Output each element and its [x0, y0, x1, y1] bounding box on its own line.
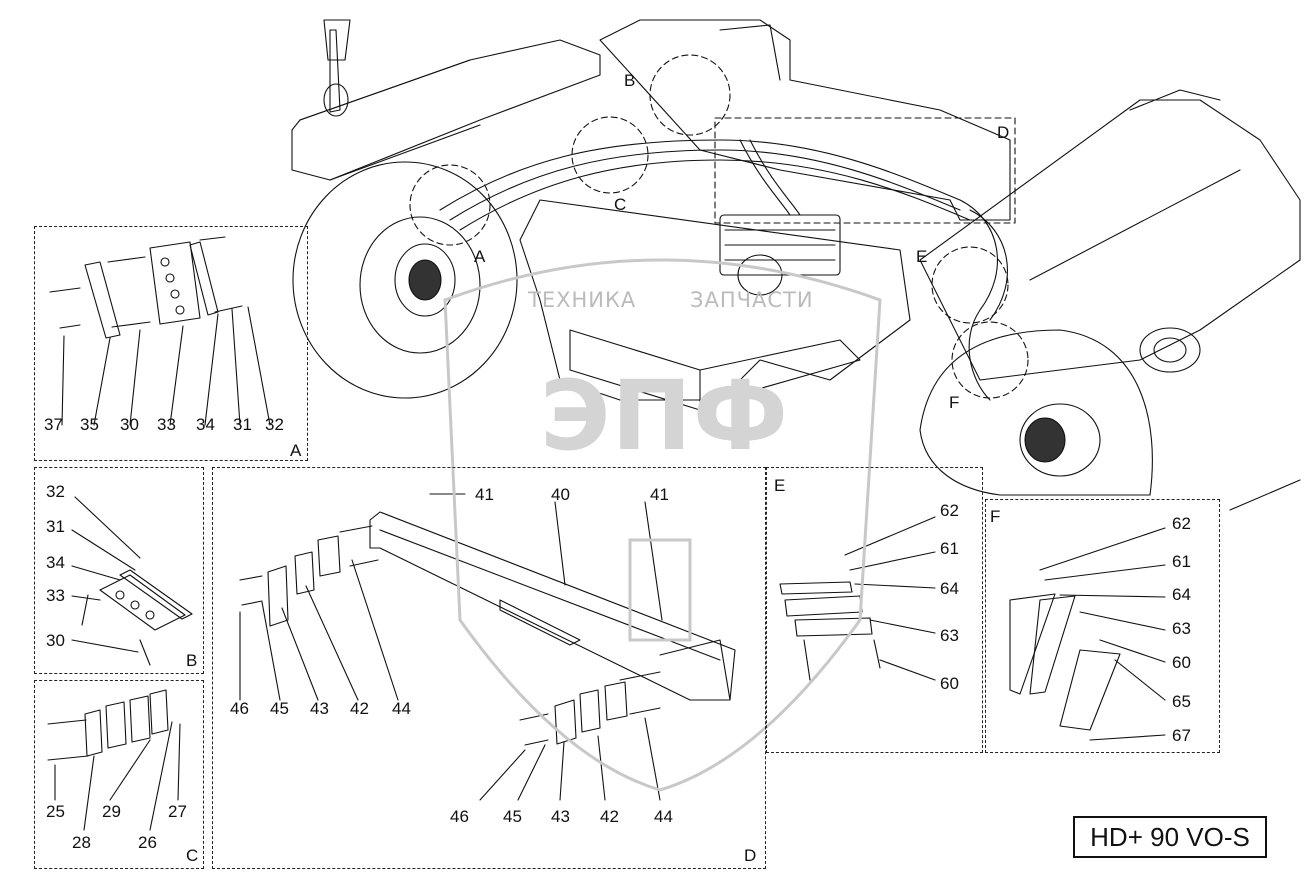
- part-number: 32: [265, 415, 284, 434]
- part-number: 30: [46, 631, 65, 650]
- part-number: 37: [44, 415, 63, 434]
- left-wheel: [292, 161, 518, 399]
- part-number: 44: [392, 699, 411, 718]
- part-number: 41: [475, 485, 494, 504]
- panel-letter-e: E: [774, 476, 786, 495]
- part-number: 42: [350, 699, 369, 718]
- part-number: 43: [551, 807, 570, 826]
- main-marker-b: B: [624, 71, 636, 90]
- panel-letter-b: B: [186, 651, 198, 670]
- part-number: 60: [1172, 653, 1191, 672]
- part-number: 27: [168, 802, 187, 821]
- part-number: 46: [230, 699, 249, 718]
- part-number: 34: [46, 553, 65, 572]
- detail-panel-d: [212, 467, 766, 869]
- detail-panel-e: [766, 467, 983, 753]
- part-number: 29: [102, 802, 121, 821]
- main-marker-d: D: [997, 123, 1010, 142]
- part-number: 61: [940, 539, 959, 558]
- part-number: 33: [157, 415, 176, 434]
- watermark-logo-text: ЭПФ: [540, 360, 789, 472]
- part-number: 61: [1172, 552, 1191, 571]
- detail-panel-f: [985, 499, 1220, 753]
- part-number: 42: [600, 807, 619, 826]
- detail-circle-b: [649, 54, 731, 136]
- part-number: 31: [233, 415, 252, 434]
- main-marker-f: F: [949, 393, 960, 412]
- detail-rect-d: [714, 117, 1016, 224]
- detail-circle-e: [931, 246, 1009, 324]
- detail-circle-f: [951, 321, 1029, 399]
- part-number: 31: [46, 517, 65, 536]
- panel-f-drawing: [1009, 527, 1166, 741]
- main-marker-a: A: [474, 247, 486, 266]
- watermark-right-text: ЗАПЧАСТИ: [690, 288, 814, 312]
- main-marker-c: C: [614, 195, 627, 214]
- part-number: 35: [80, 415, 99, 434]
- part-number: 62: [1172, 514, 1191, 533]
- panel-letter-a: A: [290, 441, 302, 460]
- part-number: 30: [120, 415, 139, 434]
- panel-letter-f: F: [990, 507, 1001, 526]
- model-code-label: HD+ 90 VO-S: [1073, 816, 1267, 858]
- part-number: 62: [940, 501, 959, 520]
- part-number: 65: [1172, 692, 1191, 711]
- part-number: 43: [310, 699, 329, 718]
- panel-d-drawing: [239, 493, 736, 801]
- main-marker-e: E: [916, 247, 928, 266]
- part-number: 32: [46, 482, 65, 501]
- part-number: 64: [1172, 585, 1191, 604]
- part-number: 34: [196, 415, 215, 434]
- part-number: 45: [503, 807, 522, 826]
- panel-letter-c: C: [186, 846, 199, 865]
- panel-letter-d: D: [744, 846, 757, 865]
- part-number: 41: [650, 485, 669, 504]
- detail-circle-a: [409, 164, 491, 246]
- part-number: 60: [940, 674, 959, 693]
- detail-circle-c: [571, 116, 649, 194]
- watermark: [443, 258, 882, 792]
- part-number: 33: [46, 586, 65, 605]
- part-number: 44: [654, 807, 673, 826]
- part-number: 28: [72, 833, 91, 852]
- part-number: 40: [551, 485, 570, 504]
- part-number: 25: [46, 802, 65, 821]
- part-number: 26: [138, 833, 157, 852]
- main-machine-view: [291, 19, 1301, 511]
- panel-a-drawing: [49, 236, 271, 426]
- panel-e-drawing: [779, 516, 936, 681]
- part-number: 64: [940, 579, 959, 598]
- detail-panel-a: [34, 226, 308, 461]
- panel-c-drawing: [47, 689, 181, 831]
- detail-panel-c: [34, 680, 204, 869]
- detail-panel-b: [34, 467, 204, 674]
- part-number: 45: [270, 699, 289, 718]
- panel-b-drawing: [71, 496, 193, 666]
- part-number: 63: [1172, 619, 1191, 638]
- watermark-left-text: ТЕХНИКА: [528, 288, 637, 312]
- part-number: 46: [450, 807, 469, 826]
- part-number: 63: [940, 626, 959, 645]
- part-number: 67: [1172, 726, 1191, 745]
